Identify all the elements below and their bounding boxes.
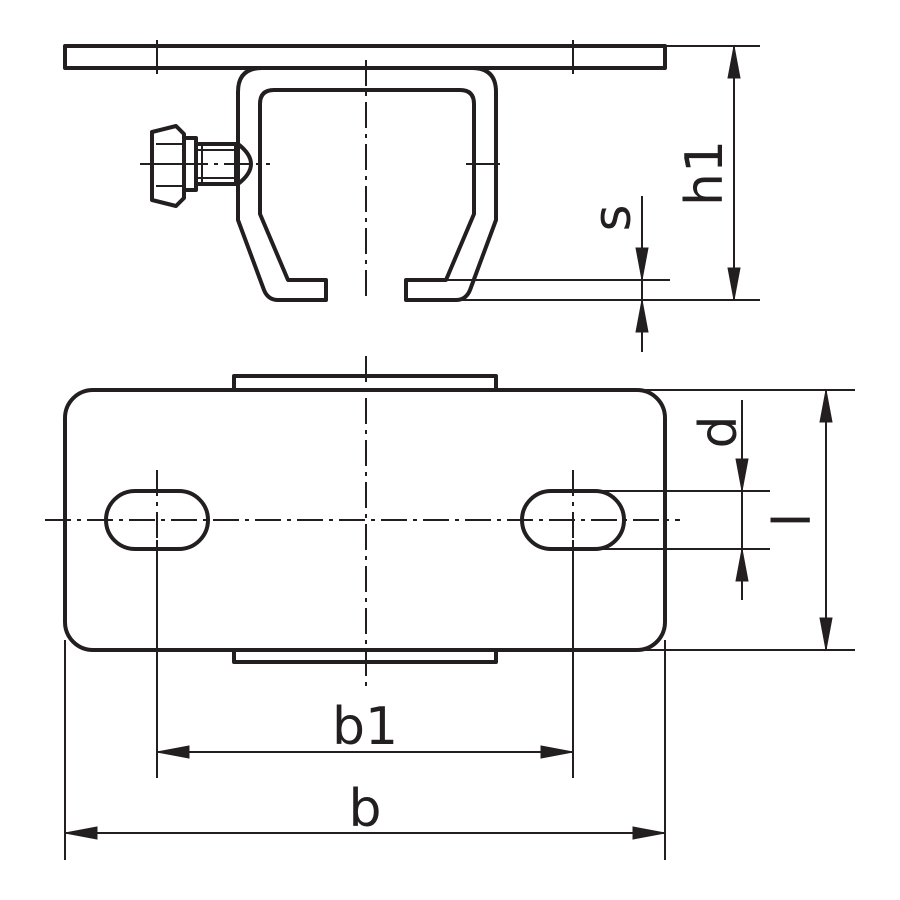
top-view: l d b1 b: [45, 356, 855, 860]
dimension-label-s: s: [583, 204, 643, 231]
dimension-label-h1: h1: [675, 140, 735, 206]
dimension-label-l: l: [763, 513, 823, 527]
dimension-label-b1: b1: [332, 697, 398, 757]
c-profile-clamp: [236, 66, 498, 302]
side-view: h1 s: [63, 40, 760, 352]
dimension-label-d: d: [689, 415, 749, 448]
dimension-label-b: b: [348, 779, 381, 839]
